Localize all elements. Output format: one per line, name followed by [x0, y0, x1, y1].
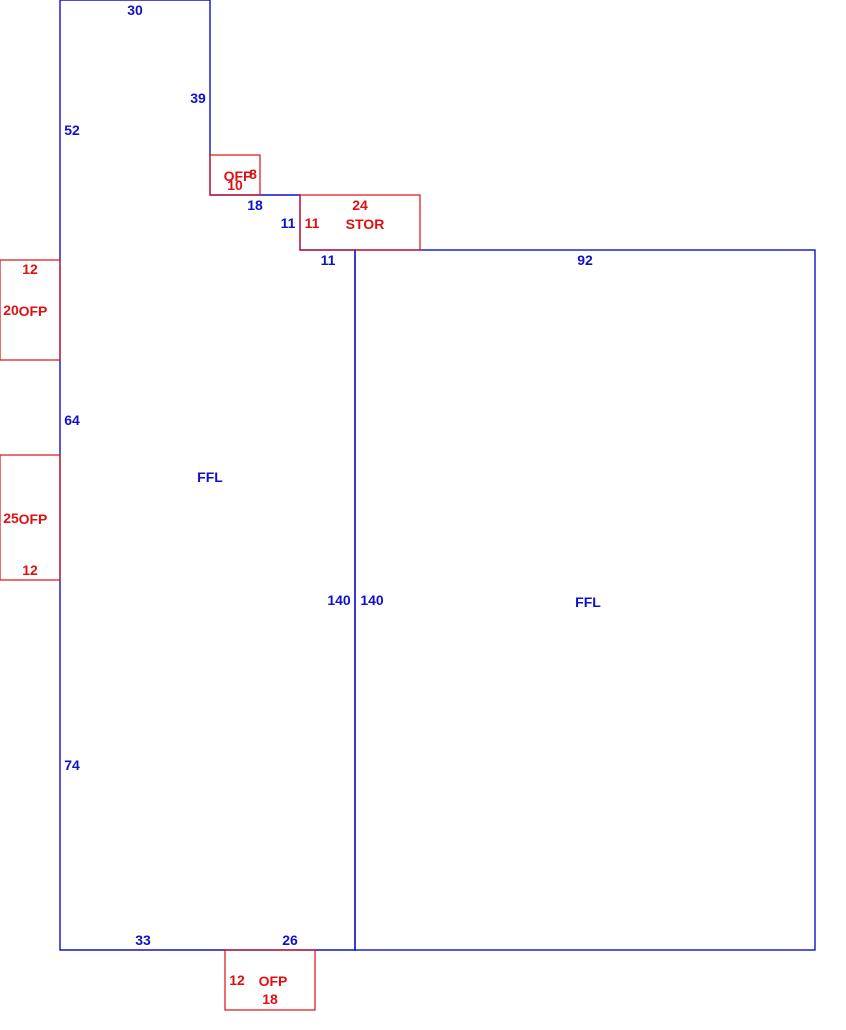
dim-left-bottom-a: 33 — [135, 932, 151, 948]
stor-label: STOR — [346, 216, 385, 232]
dim-left-side-mid: 64 — [64, 412, 80, 428]
dim-left-side-lower: 74 — [64, 757, 80, 773]
dim-left-notch: 11 — [281, 215, 296, 231]
stor-outline — [299, 194, 421, 251]
ofp-bottom-width: 18 — [262, 991, 278, 1007]
ofp-bottom-height: 12 — [229, 972, 245, 988]
ofp-left1-height: 20 — [3, 302, 19, 318]
ofp-top-height: 8 — [249, 166, 257, 182]
dim-left-bottom-b: 26 — [282, 932, 298, 948]
dim-left-notch-top: 11 — [321, 252, 336, 268]
area-left-ffl: FFL — [197, 469, 223, 485]
stor-height: 11 — [305, 215, 320, 231]
ofp-top-label: OFP — [224, 168, 253, 184]
ofp-left1-label: OFP — [19, 303, 48, 319]
ofp-left1-outline — [0, 259, 61, 361]
ofp-left2-outline — [0, 454, 61, 581]
dim-left-inner: 140 — [327, 592, 351, 608]
main-right-outline — [354, 249, 816, 951]
dim-left-ledge: 18 — [247, 197, 263, 213]
dim-left-step: 39 — [190, 90, 206, 106]
ofp-bottom-label: OFP — [259, 973, 288, 989]
ofp-left2-width: 12 — [22, 562, 38, 578]
dim-left-top: 30 — [127, 2, 143, 18]
dim-left-side-upper: 52 — [64, 122, 80, 138]
stor-width: 24 — [352, 197, 368, 213]
ofp-left2-height: 25 — [3, 510, 19, 526]
ofp-left1-width: 12 — [22, 261, 38, 277]
ofp-top-width: 10 — [227, 177, 243, 193]
ofp-top-outline — [209, 154, 261, 196]
dim-right-top: 92 — [577, 252, 593, 268]
ofp-bottom-outline — [224, 949, 316, 1011]
ofp-left2-label: OFP — [19, 511, 48, 527]
area-right-ffl: FFL — [575, 594, 601, 610]
dim-right-inner: 140 — [360, 592, 384, 608]
